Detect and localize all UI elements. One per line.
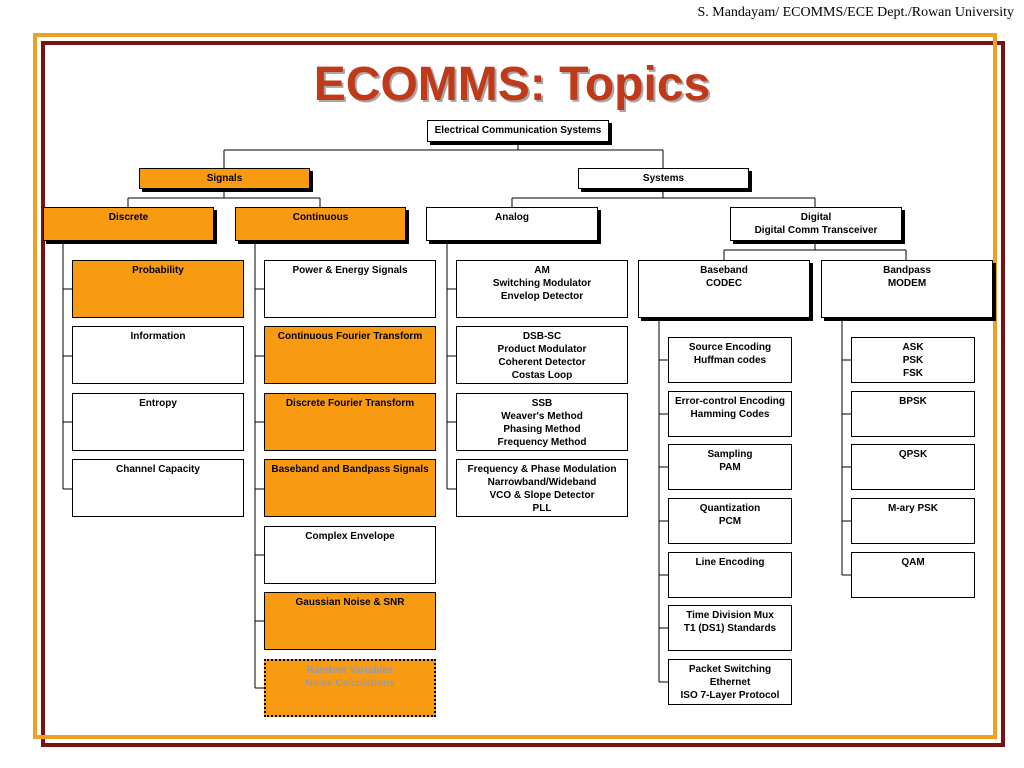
node-bandpass: Bandpass MODEM [821, 260, 993, 318]
node-discrete-item: Information [72, 326, 244, 384]
node-discrete: Discrete [43, 207, 214, 241]
slide-credit: S. Mandayam/ ECOMMS/ECE Dept./Rowan Univ… [697, 5, 1014, 20]
node-baseband-item: Source Encoding Huffman codes [668, 337, 792, 383]
node-analog-item: DSB-SC Product Modulator Coherent Detect… [456, 326, 628, 384]
node-bandpass-item: QPSK [851, 444, 975, 490]
node-root: Electrical Communication Systems [427, 120, 609, 142]
node-baseband-item: Time Division Mux T1 (DS1) Standards [668, 605, 792, 651]
node-continuous-item: Power & Energy Signals [264, 260, 436, 318]
node-bandpass-item: QAM [851, 552, 975, 598]
node-baseband-item: Error-control Encoding Hamming Codes [668, 391, 792, 437]
node-continuous-item: Complex Envelope [264, 526, 436, 584]
node-analog: Analog [426, 207, 598, 241]
slide-frame [33, 33, 997, 739]
node-continuous-item: Continuous Fourier Transform [264, 326, 436, 384]
node-bandpass-item: M-ary PSK [851, 498, 975, 544]
slide-frame-shadow [41, 41, 1005, 747]
node-signals: Signals [139, 168, 310, 189]
node-continuous-item: Discrete Fourier Transform [264, 393, 436, 451]
node-discrete-item: Channel Capacity [72, 459, 244, 517]
node-baseband-item: Line Encoding [668, 552, 792, 598]
node-baseband-item: Quantization PCM [668, 498, 792, 544]
node-discrete-item: Probability [72, 260, 244, 318]
node-systems: Systems [578, 168, 749, 189]
node-continuous-item: Gaussian Noise & SNR [264, 592, 436, 650]
slide-title: ECOMMS: Topics [313, 58, 711, 111]
node-analog-item: AM Switching Modulator Envelop Detector [456, 260, 628, 318]
node-bandpass-item: BPSK [851, 391, 975, 437]
node-baseband-item: Packet Switching Ethernet ISO 7-Layer Pr… [668, 659, 792, 705]
node-discrete-item: Entropy [72, 393, 244, 451]
node-continuous-item: Random Variables Noise Calculations [264, 659, 436, 717]
node-continuous-item: Baseband and Bandpass Signals [264, 459, 436, 517]
node-bandpass-item: ASK PSK FSK [851, 337, 975, 383]
node-baseband: Baseband CODEC [638, 260, 810, 318]
node-analog-item: Frequency & Phase Modulation Narrowband/… [456, 459, 628, 517]
node-baseband-item: Sampling PAM [668, 444, 792, 490]
node-digital: Digital Digital Comm Transceiver [730, 207, 902, 241]
node-analog-item: SSB Weaver's Method Phasing Method Frequ… [456, 393, 628, 451]
node-continuous: Continuous [235, 207, 406, 241]
